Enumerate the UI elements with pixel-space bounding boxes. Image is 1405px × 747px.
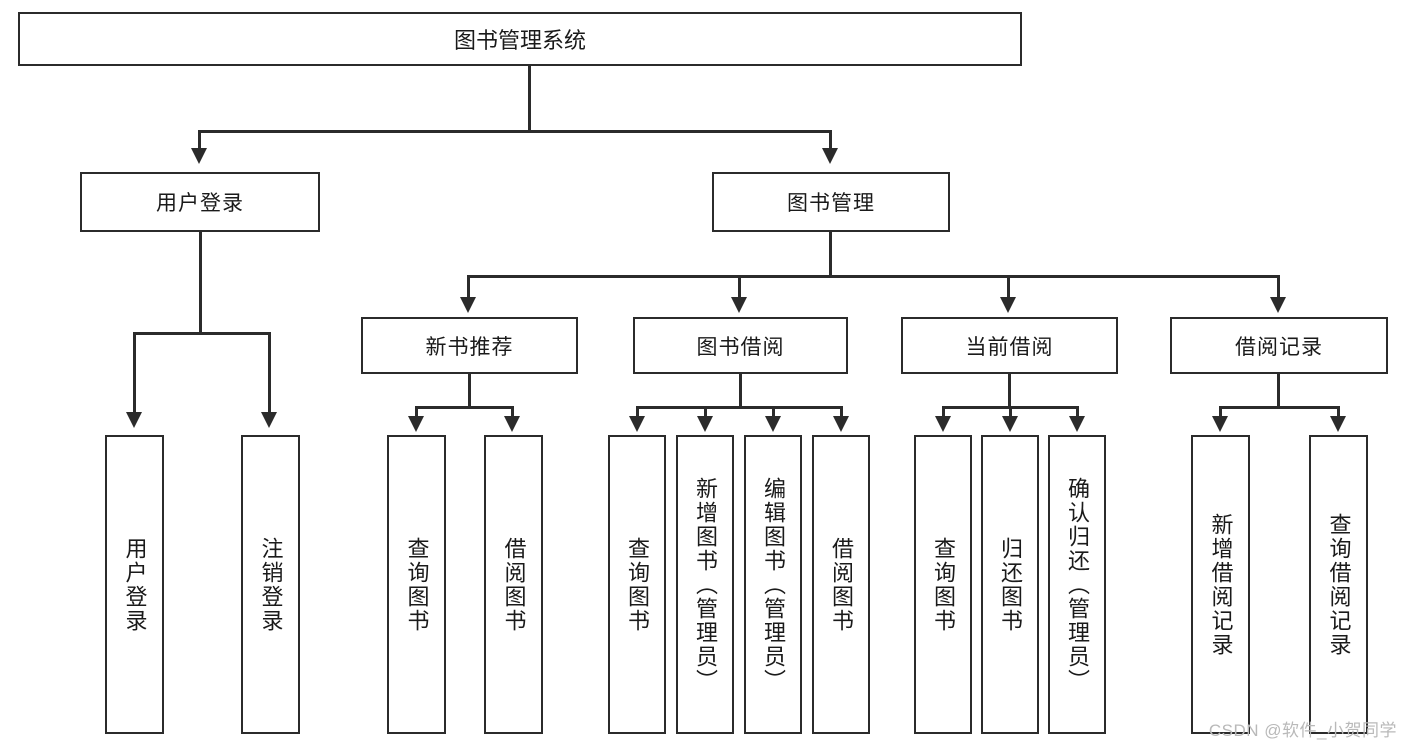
connector-nbr-stem [468,374,471,408]
connector-nbr-drop-2 [511,406,514,419]
arrow-br-leaf-1 [1212,416,1228,432]
arrow-cb-leaf-3 [1069,416,1085,432]
connector-cb-drop-1 [942,406,945,419]
leaf-label: 借阅图书 [501,536,527,633]
connector-nbr-drop-1 [415,406,418,419]
node-current-borrow[interactable]: 当前借阅 [901,317,1118,374]
arrow-bm-to-book-borrow [731,297,747,313]
node-new-book-recommend[interactable]: 新书推荐 [361,317,578,374]
arrow-cb-leaf-1 [935,416,951,432]
connector-bm-drop-1 [467,275,470,299]
leaf-query-book-cb[interactable]: 查询图书 [914,435,972,734]
leaf-label: 归还图书 [997,536,1023,633]
node-borrow-record[interactable]: 借阅记录 [1170,317,1388,374]
leaf-user-login[interactable]: 用户登录 [105,435,164,734]
connector-cb-stem [1008,374,1011,408]
node-label: 图书管理系统 [453,28,586,53]
node-book-borrow[interactable]: 图书借阅 [633,317,848,374]
connector-user-login-bar [133,332,271,335]
leaf-query-book-nbr[interactable]: 查询图书 [387,435,446,734]
node-user-login[interactable]: 用户登录 [80,172,320,232]
leaf-label: 查询图书 [930,536,956,633]
connector-root-to-book-management [829,130,832,150]
connector-cb-drop-2 [1009,406,1012,419]
connector-bb-bar [636,406,842,409]
leaf-label: 注销登录 [258,536,284,633]
arrow-bm-to-current-borrow [1000,297,1016,313]
connector-bb-drop-2 [704,406,707,419]
leaf-logout[interactable]: 注销登录 [241,435,300,734]
node-label: 借阅记录 [1235,335,1323,359]
node-label: 图书借阅 [696,335,785,359]
connector-bb-stem [739,374,742,408]
connector-root-to-user-login [198,130,201,150]
arrow-root-to-book-management [822,148,838,164]
connector-nbr-bar [415,406,513,409]
leaf-label: 借阅图书 [828,536,854,633]
connector-br-drop-1 [1219,406,1222,419]
arrow-bb-leaf-3 [765,416,781,432]
connector-book-management-bar [467,275,1280,278]
csdn-watermark: CSDN @软件_小贺同学 [1208,721,1397,740]
leaf-label: 编辑图书（管理员） [760,476,786,693]
connector-br-drop-2 [1337,406,1340,419]
node-label: 用户登录 [156,192,244,215]
connector-br-stem [1277,374,1280,408]
connector-bb-drop-4 [840,406,843,419]
leaf-edit-book-admin[interactable]: 编辑图书（管理员） [744,435,802,734]
connector-br-bar [1219,406,1339,409]
node-label: 当前借阅 [965,335,1054,359]
leaf-query-borrow-record[interactable]: 查询借阅记录 [1309,435,1368,734]
arrow-user-login-leaf-1 [126,412,142,428]
connector-root-bar [198,130,832,133]
connector-bm-drop-2 [738,275,741,299]
connector-user-login-drop-2 [268,332,271,414]
leaf-label: 查询图书 [404,536,430,633]
leaf-label: 新增借阅记录 [1208,512,1234,657]
node-book-management[interactable]: 图书管理 [712,172,950,232]
leaf-label: 查询借阅记录 [1326,512,1352,657]
node-label: 新书推荐 [425,335,514,359]
leaf-query-book-bb[interactable]: 查询图书 [608,435,666,734]
arrow-nbr-leaf-1 [408,416,424,432]
leaf-borrow-book-bb[interactable]: 借阅图书 [812,435,870,734]
arrow-user-login-leaf-2 [261,412,277,428]
connector-root-stem [528,66,531,132]
leaf-return-book[interactable]: 归还图书 [981,435,1039,734]
connector-book-management-stem [829,232,832,277]
arrow-bb-leaf-4 [833,416,849,432]
leaf-label: 新增图书（管理员） [692,476,718,693]
arrow-bb-leaf-2 [697,416,713,432]
leaf-borrow-book-nbr[interactable]: 借阅图书 [484,435,543,734]
leaf-label: 查询图书 [624,536,650,633]
arrow-br-leaf-2 [1330,416,1346,432]
connector-bb-drop-3 [772,406,775,419]
connector-user-login-drop-1 [133,332,136,414]
leaf-label: 确认归还（管理员） [1064,476,1090,693]
leaf-label: 用户登录 [122,536,148,633]
connector-bb-drop-1 [636,406,639,419]
connector-bm-drop-3 [1007,275,1010,299]
connector-user-login-stem [199,232,202,334]
leaf-confirm-return-admin[interactable]: 确认归还（管理员） [1048,435,1106,734]
arrow-bm-to-new-book-recommend [460,297,476,313]
leaf-add-borrow-record[interactable]: 新增借阅记录 [1191,435,1250,734]
arrow-root-to-user-login [191,148,207,164]
arrow-nbr-leaf-2 [504,416,520,432]
arrow-bb-leaf-1 [629,416,645,432]
connector-bm-drop-4 [1277,275,1280,299]
leaf-add-book-admin[interactable]: 新增图书（管理员） [676,435,734,734]
node-root-book-management-system[interactable]: 图书管理系统 [18,12,1022,66]
connector-cb-drop-3 [1076,406,1079,419]
arrow-cb-leaf-2 [1002,416,1018,432]
node-label: 图书管理 [787,192,875,215]
arrow-bm-to-borrow-record [1270,297,1286,313]
